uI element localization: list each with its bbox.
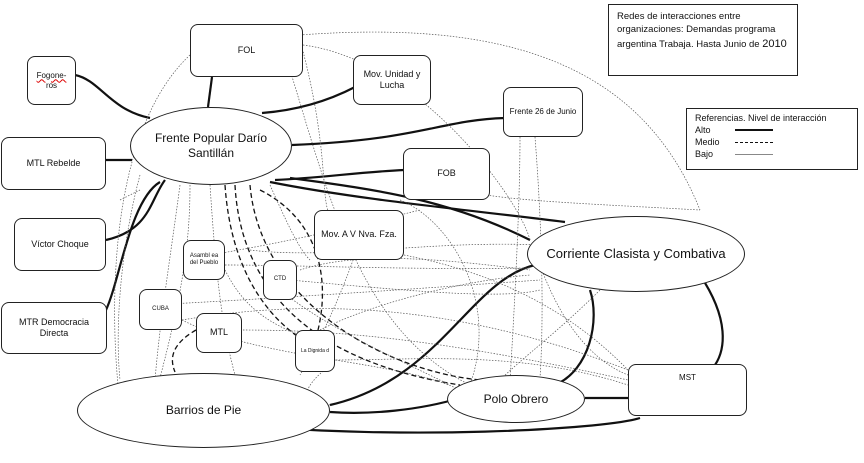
link-ccc-mst bbox=[699, 274, 724, 366]
legend-label-medio: Medio bbox=[695, 137, 720, 147]
link-fpds-polo-dash bbox=[234, 184, 461, 386]
high-links bbox=[74, 73, 724, 434]
node-asamblea-del-pueblo: Asambl ea del Pueblo bbox=[183, 240, 225, 280]
node-asamblea-label: Asambl ea del Pueblo bbox=[189, 252, 219, 267]
link-fol-fpds bbox=[206, 76, 214, 108]
node-fogoneros-label-1: Fogone- bbox=[36, 70, 67, 80]
node-polo-obrero: Polo Obrero bbox=[447, 375, 585, 423]
link-fogoneros-fpds bbox=[74, 73, 151, 120]
link-fpds-dignidad-dash bbox=[259, 189, 324, 331]
node-fob: FOB bbox=[403, 148, 490, 200]
node-polo-label: Polo Obrero bbox=[483, 391, 549, 406]
legend-swatch-medio bbox=[735, 141, 773, 143]
node-mtl-rebelde-label: MTL Rebelde bbox=[26, 157, 81, 168]
node-fob-label: FOB bbox=[437, 168, 456, 179]
legend-heading: Referencias. Nivel de interacción bbox=[695, 113, 827, 123]
node-victor-choque-label: Víctor Choque bbox=[31, 238, 89, 249]
link-ccc-polo bbox=[554, 289, 595, 387]
node-barrios-label: Barrios de Pie bbox=[165, 403, 242, 417]
node-mst-label: MST bbox=[679, 373, 696, 382]
node-fpds-label: Frente Popular Darío Santillán bbox=[154, 131, 268, 160]
node-fol-label: FOL bbox=[237, 44, 256, 55]
node-mtr-label: MTR Democracia Directa bbox=[18, 316, 89, 338]
link-mtl-barrios-dash bbox=[171, 329, 197, 373]
link-frente26-fpds bbox=[291, 116, 506, 147]
node-frente-popular-dario-santillan: Frente Popular Darío Santillán bbox=[130, 107, 292, 185]
legend-swatch-alto bbox=[735, 129, 773, 131]
legend-swatch-bajo bbox=[735, 153, 773, 155]
node-ctd-label: CTD bbox=[273, 276, 287, 283]
node-ctd: CTD bbox=[263, 260, 297, 300]
legend-label-alto: Alto bbox=[695, 125, 711, 135]
medium-links bbox=[171, 184, 481, 386]
node-la-dignidad: La Dignida d bbox=[295, 330, 335, 372]
node-mov-av-label: Mov. A V Nva. Fza. bbox=[321, 229, 397, 240]
node-fol: FOL bbox=[190, 24, 303, 77]
node-dignidad-label: La Dignida d bbox=[300, 347, 330, 354]
node-mov-unidad-lucha: Mov. Unidad y Lucha bbox=[353, 55, 431, 105]
legend-item-alto: Alto bbox=[695, 124, 849, 136]
link-movunidad-fpds bbox=[261, 86, 356, 115]
legend: Referencias. Nivel de interacción Alto M… bbox=[686, 108, 858, 170]
node-mtr-democracia-directa: MTR Democracia Directa bbox=[1, 302, 107, 354]
node-cuba: CUBA bbox=[139, 289, 182, 330]
link-fpds-polo-dash2 bbox=[249, 184, 481, 381]
link-fpds-ccc bbox=[269, 180, 566, 224]
node-mtl: MTL bbox=[196, 313, 242, 353]
node-mov-unidad-label: Mov. Unidad y Lucha bbox=[363, 68, 421, 90]
node-mtl-rebelde: MTL Rebelde bbox=[1, 137, 106, 190]
link-polo-barrios bbox=[329, 396, 461, 414]
node-fogoneros-label-2: ros bbox=[45, 80, 58, 90]
link-fob-fpds bbox=[274, 168, 405, 182]
diagram-title-text: Redes de interacciones entre organizacio… bbox=[617, 11, 776, 50]
link-mtr-fpds bbox=[105, 181, 161, 311]
node-ccc-label: Corriente Clasista y Combativa bbox=[546, 245, 726, 261]
node-victor-choque: Víctor Choque bbox=[14, 218, 106, 271]
node-corriente-clasista-combativa: Corriente Clasista y Combativa bbox=[527, 216, 745, 292]
node-mov-av-nva-fza: Mov. A V Nva. Fza. bbox=[314, 210, 404, 260]
node-fogoneros: Fogone- ros bbox=[27, 56, 76, 105]
legend-item-medio: Medio bbox=[695, 136, 849, 148]
legend-label-bajo: Bajo bbox=[695, 149, 714, 159]
link-victor-fpds bbox=[105, 179, 166, 242]
legend-item-bajo: Bajo bbox=[695, 148, 849, 160]
node-barrios-de-pie: Barrios de Pie bbox=[77, 373, 330, 448]
node-cuba-label: CUBA bbox=[152, 305, 169, 312]
node-frente-26-junio: Frente 26 de Junio bbox=[503, 87, 583, 137]
node-frente26-label: Frente 26 de Junio bbox=[509, 107, 577, 116]
diagram-title-box: Redes de interacciones entre organizacio… bbox=[608, 4, 798, 76]
link-ccc-barrios bbox=[329, 263, 536, 407]
link-fpds-polo-dash3 bbox=[224, 184, 321, 351]
node-mtl-label: MTL bbox=[210, 327, 228, 338]
diagram-title-year: 2010 bbox=[762, 37, 787, 50]
node-mst: MST bbox=[628, 364, 747, 416]
